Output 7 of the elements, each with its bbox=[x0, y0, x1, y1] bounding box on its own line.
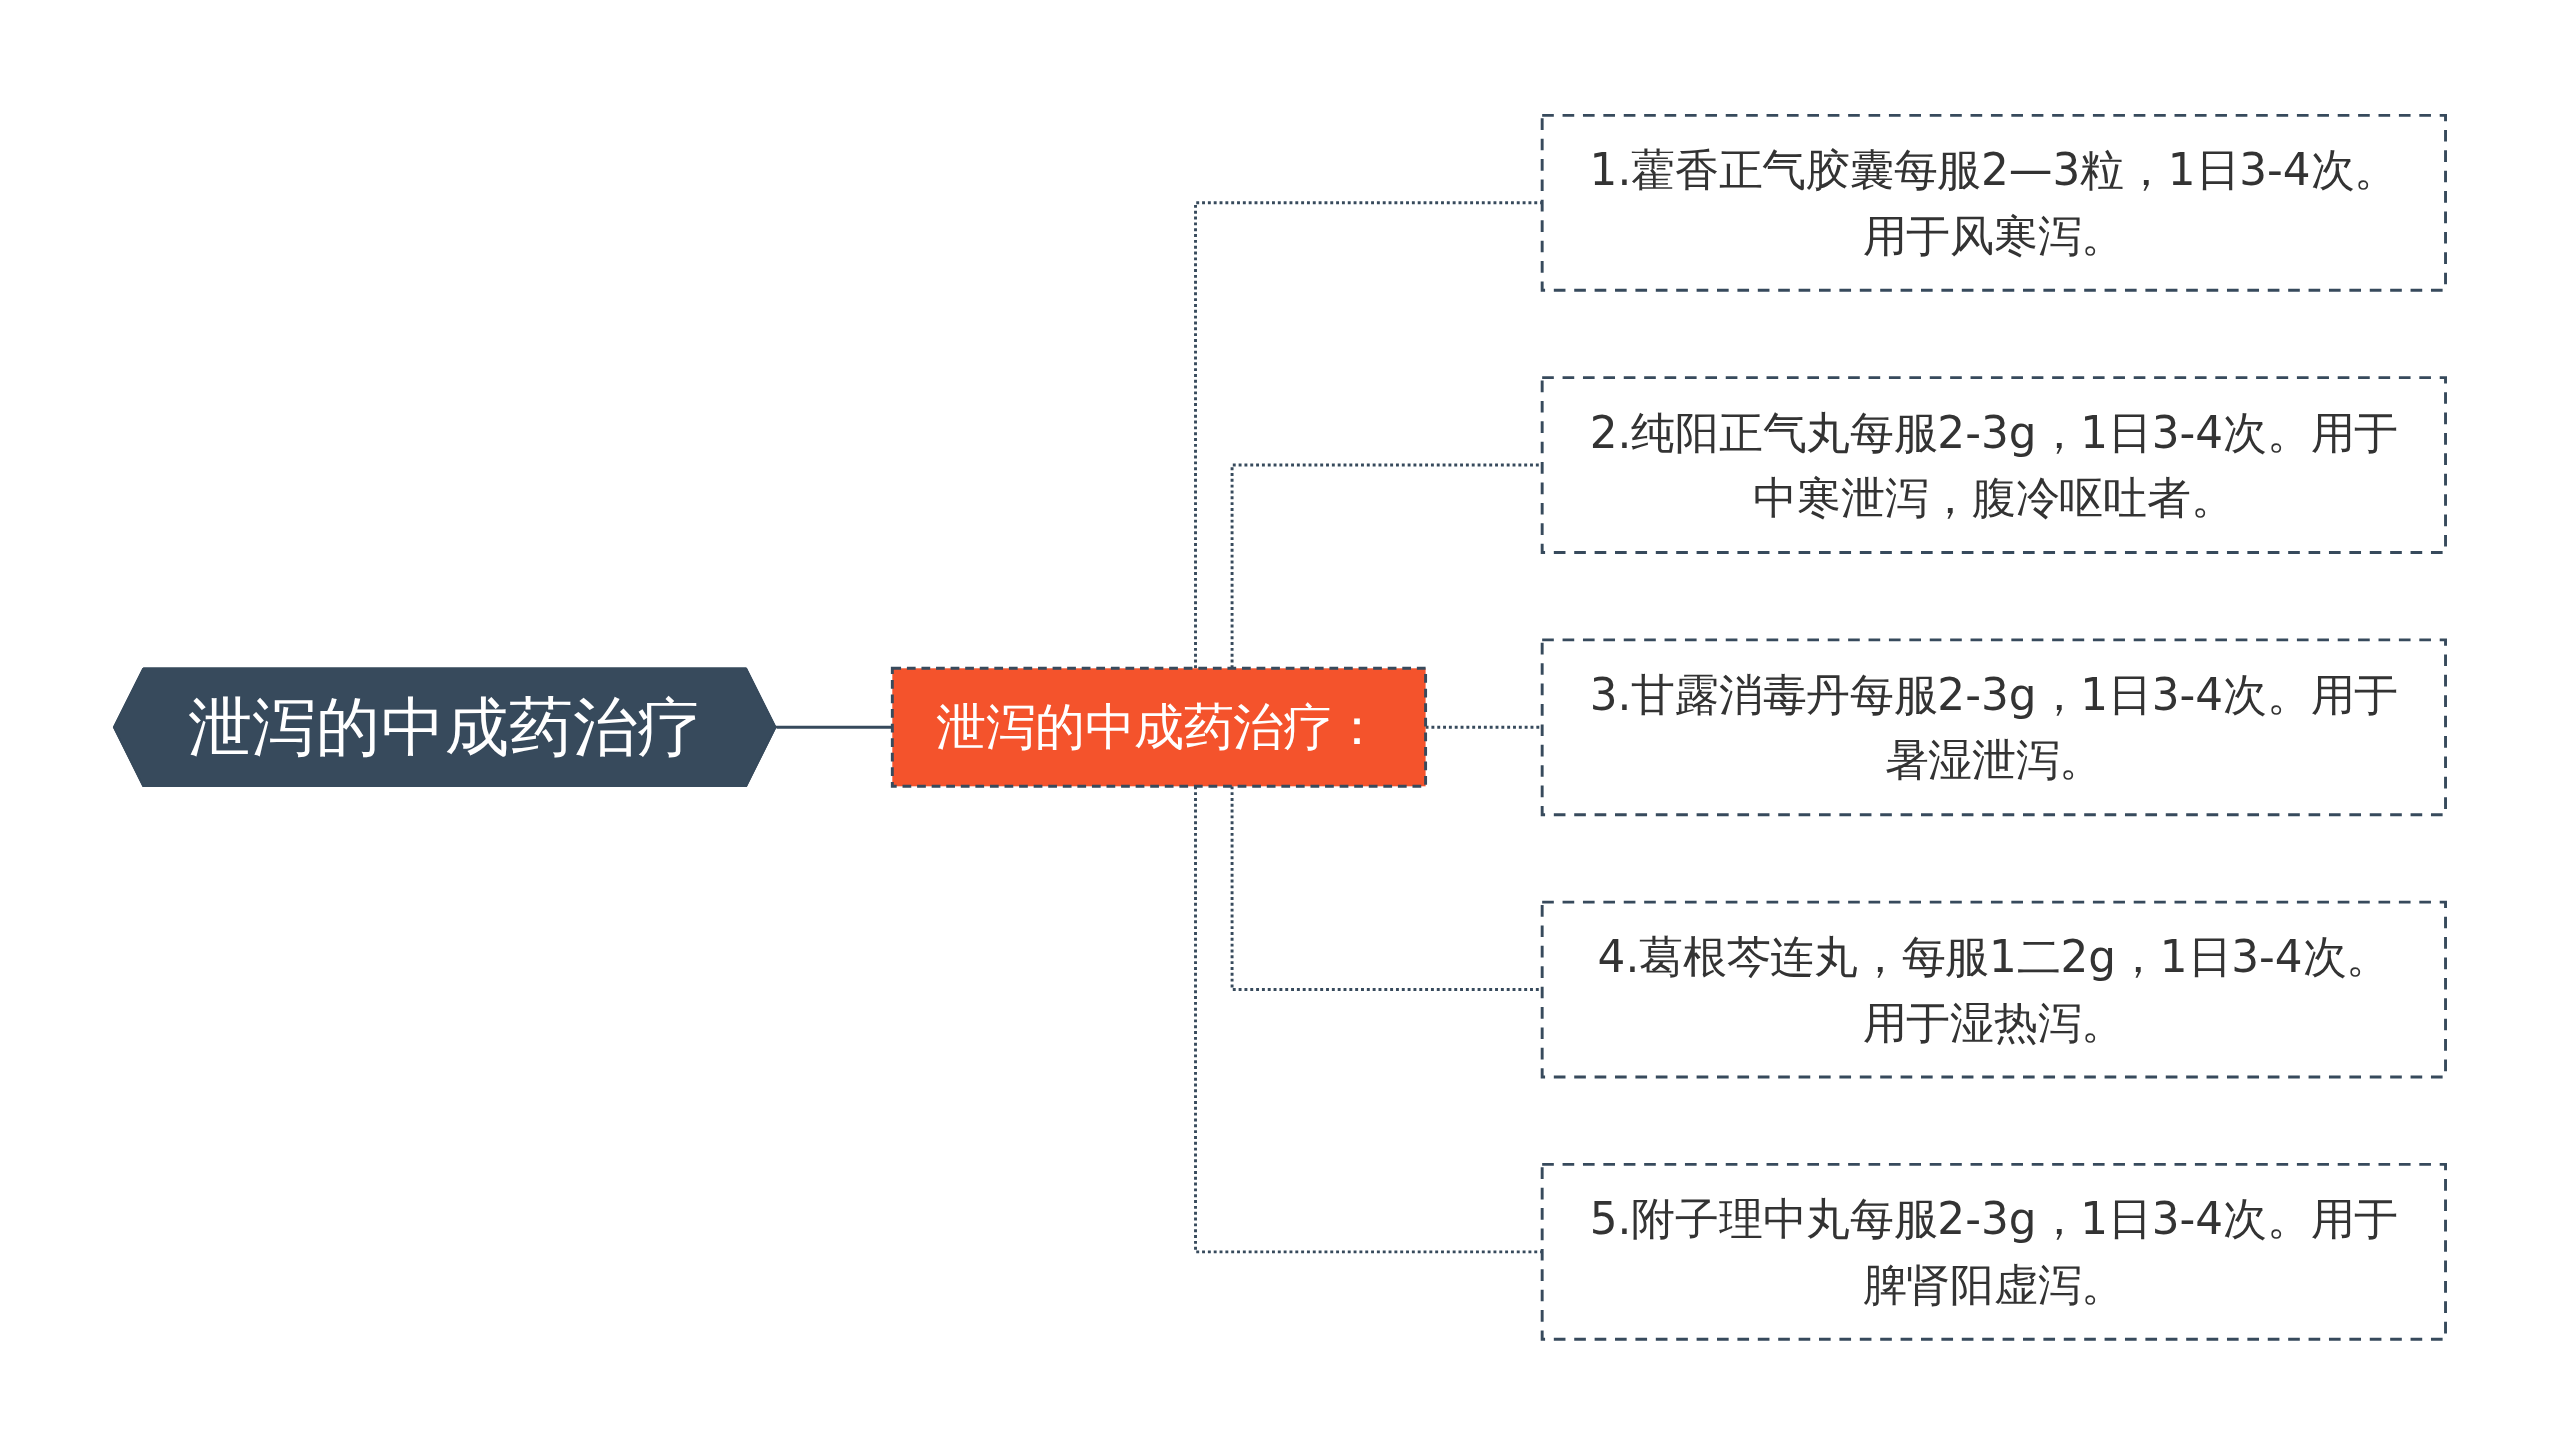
node-box: 2.纯阳正气丸每服2-3g，1日3-4次。用于中寒泄泻，腹冷呕吐者。 bbox=[1541, 376, 2448, 555]
node-box: 4.葛根芩连丸，每服1二2g，1日3-4次。用于湿热泻。 bbox=[1541, 900, 2448, 1079]
node-box: 3.甘露消毒丹每服2-3g，1日3-4次。用于暑湿泄泻。 bbox=[1541, 638, 2448, 817]
connector bbox=[775, 726, 893, 730]
node-box: 泄泻的中成药治疗： bbox=[891, 667, 1428, 788]
node-box: 5.附子理中丸每服2-3g，1日3-4次。用于脾肾阳虚泻。 bbox=[1541, 1163, 2448, 1341]
node-box: 1.藿香正气胶囊每服2—3粒，1日3-4次。用于风寒泻。 bbox=[1541, 114, 2448, 292]
